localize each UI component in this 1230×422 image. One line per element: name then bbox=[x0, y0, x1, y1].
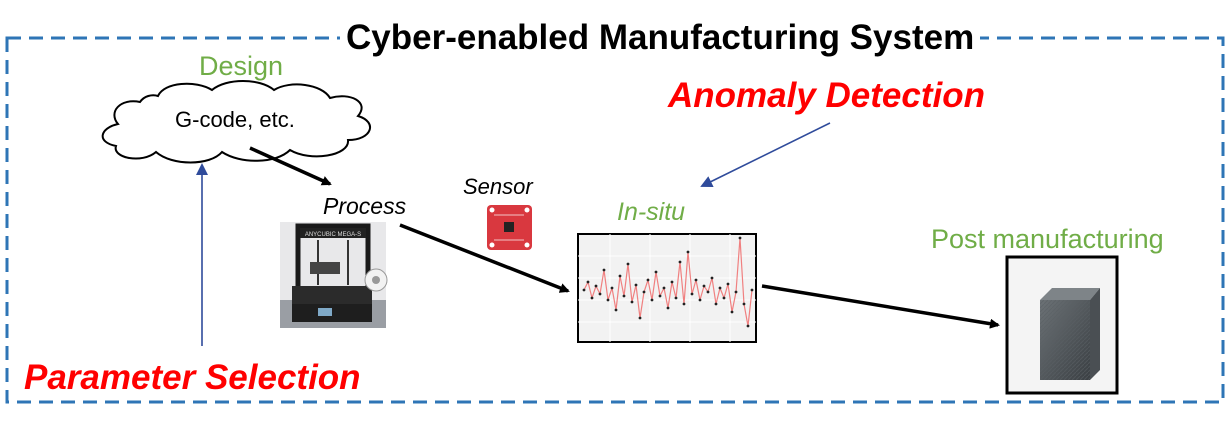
design-cloud bbox=[101, 80, 371, 164]
signal-sample-dot bbox=[582, 288, 586, 292]
signal-sample-dot bbox=[722, 296, 726, 300]
signal-sample-dot bbox=[618, 274, 622, 278]
sensor-label: Sensor bbox=[463, 174, 533, 199]
signal-sample-dot bbox=[630, 300, 634, 304]
printed-cube-photo bbox=[1005, 255, 1119, 395]
signal-sample-dot bbox=[698, 298, 702, 302]
signal-sample-dot bbox=[610, 286, 614, 290]
signal-sample-dot bbox=[686, 250, 690, 254]
system-title: Cyber-enabled Manufacturing System bbox=[340, 20, 981, 55]
signal-sample-dot bbox=[602, 268, 606, 272]
signal-sample-dot bbox=[750, 288, 754, 292]
signal-sample-dot bbox=[586, 280, 590, 284]
signal-sample-dot bbox=[650, 298, 654, 302]
signal-sample-dot bbox=[626, 262, 630, 266]
signal-sample-dot bbox=[622, 294, 626, 298]
in-situ-label: In-situ bbox=[617, 198, 686, 226]
signal-sample-dot bbox=[638, 316, 642, 320]
signal-sample-dot bbox=[682, 302, 686, 306]
signal-sample-dot bbox=[746, 324, 750, 328]
signal-sample-dot bbox=[654, 270, 658, 274]
anomaly-to-insitu-arrow bbox=[700, 122, 831, 187]
signal-sample-dot bbox=[666, 306, 670, 310]
signal-sample-dot bbox=[710, 276, 714, 280]
signal-sample-dot bbox=[634, 283, 638, 287]
signal-sample-dot bbox=[662, 286, 666, 290]
signal-sample-dot bbox=[590, 296, 594, 300]
signal-sample-dot bbox=[646, 278, 650, 282]
signal-sample-dot bbox=[606, 298, 610, 302]
signal-sample-dot bbox=[718, 286, 722, 290]
signal-sample-dot bbox=[730, 310, 734, 314]
cloud-text: G-code, etc. bbox=[175, 107, 295, 132]
signal-sample-dot bbox=[674, 296, 678, 300]
signal-sample-dot bbox=[738, 236, 742, 240]
design-to-process-arrow bbox=[249, 146, 332, 186]
signal-sample-dot bbox=[678, 260, 682, 264]
sensor-board-photo bbox=[487, 205, 532, 250]
parameter-selection-label: Parameter Selection bbox=[24, 360, 365, 395]
process-label: Process bbox=[323, 193, 407, 219]
signal-sample-dot bbox=[714, 302, 718, 306]
signal-sample-dot bbox=[690, 292, 694, 296]
signal-sample-dot bbox=[702, 284, 706, 288]
insitu-to-post-arrow bbox=[761, 284, 1000, 329]
process-to-insitu-arrow bbox=[399, 223, 570, 293]
design-label: Design bbox=[199, 51, 284, 81]
signal-sample-dot bbox=[642, 290, 646, 294]
signal-sample-dot bbox=[706, 290, 710, 294]
signal-sample-dot bbox=[670, 280, 674, 284]
signal-sample-dot bbox=[658, 294, 662, 298]
post-manufacturing-label: Post manufacturing bbox=[931, 224, 1164, 254]
signal-sample-dot bbox=[742, 302, 746, 306]
signal-sample-dot bbox=[614, 308, 618, 312]
signal-plot bbox=[577, 233, 757, 343]
signal-sample-dot bbox=[598, 292, 602, 296]
signal-sample-dot bbox=[726, 282, 730, 286]
printer-brand-text: ANYCUBIC MEGA-S bbox=[305, 232, 361, 238]
signal-sample-dot bbox=[734, 290, 738, 294]
signal-sample-dot bbox=[694, 278, 698, 282]
signal-sample-dot bbox=[594, 284, 598, 288]
3d-printer-photo: ANYCUBIC MEGA-S bbox=[280, 222, 388, 328]
anomaly-detection-label: Anomaly Detection bbox=[668, 76, 985, 115]
